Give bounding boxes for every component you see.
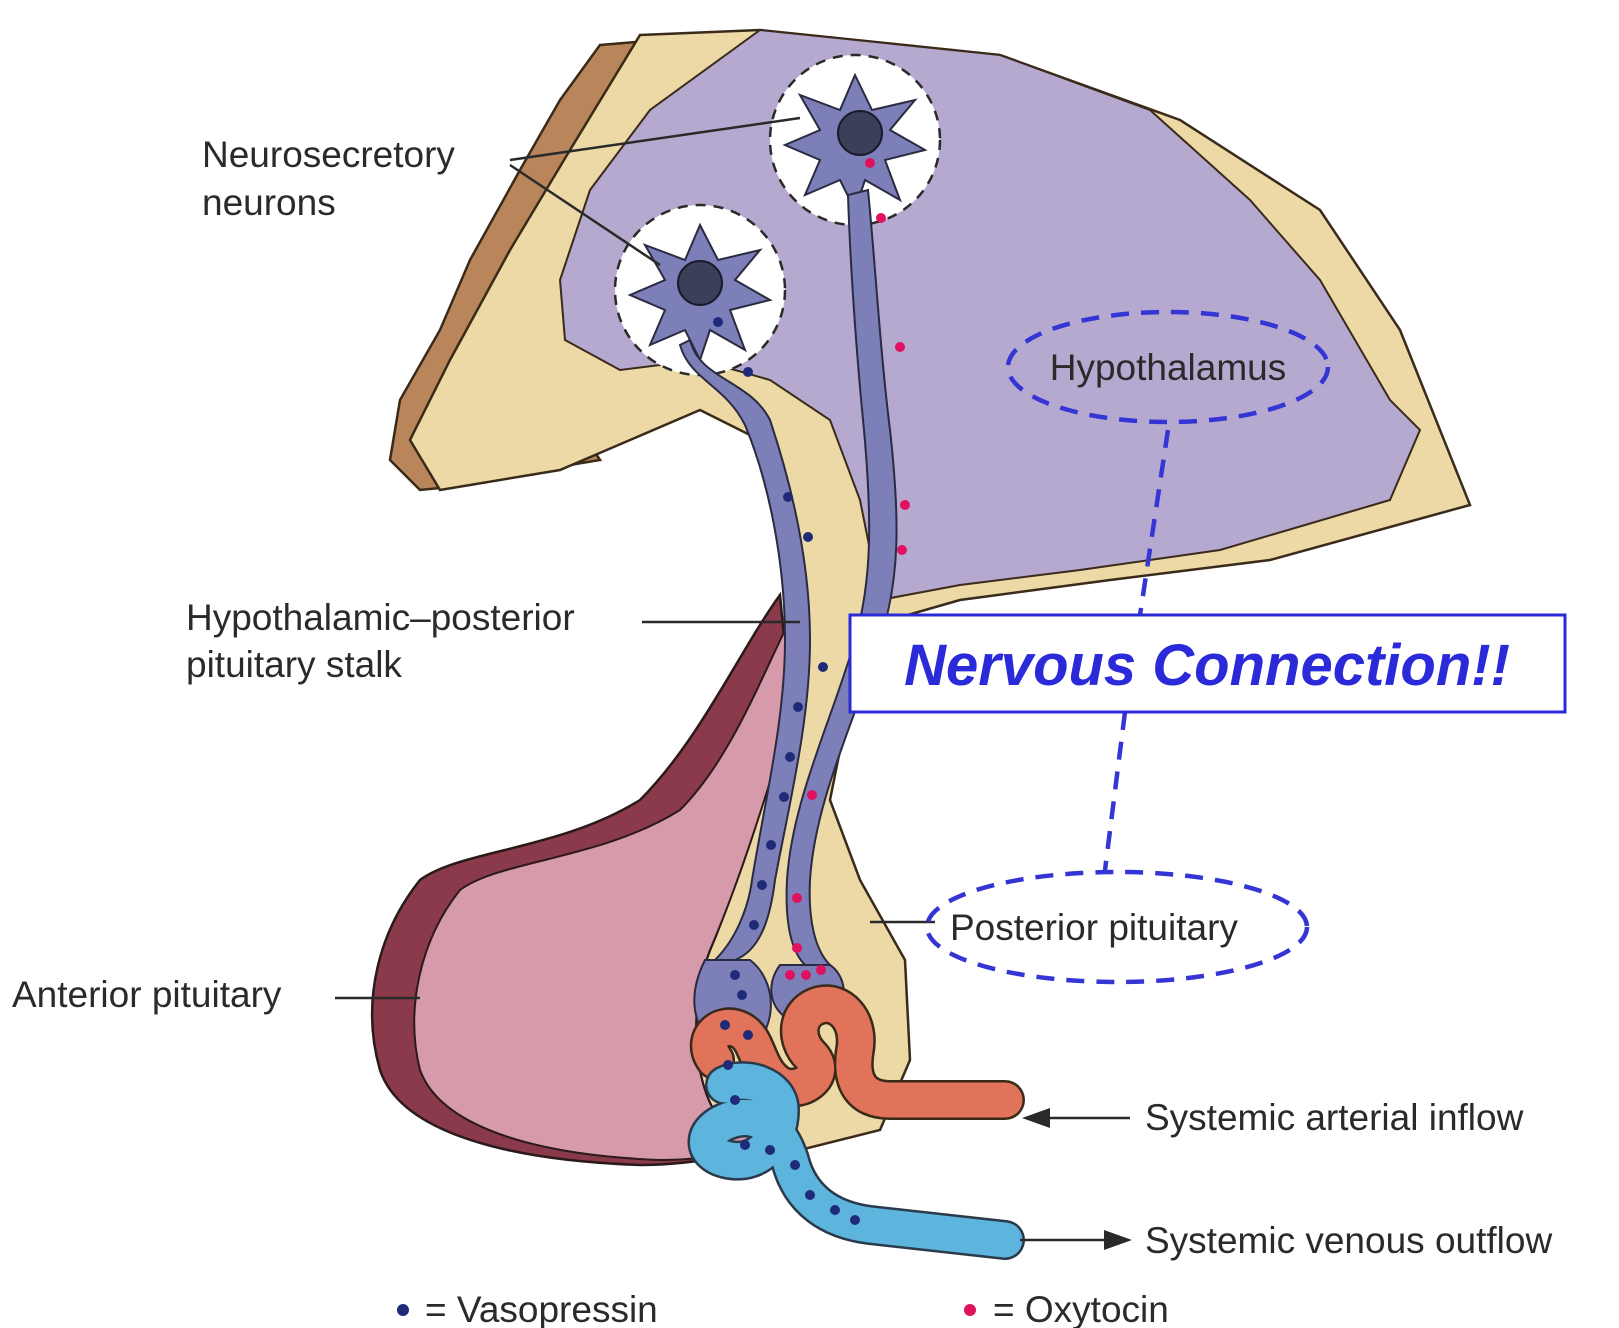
neuron-nucleus-upper — [838, 111, 882, 155]
legend-vasopressin-dot — [397, 1304, 409, 1316]
legend-oxytocin-dot — [964, 1304, 976, 1316]
label-stalk-line1: Hypothalamic–posterior — [186, 597, 575, 638]
label-neurosecretory-line1: Neurosecretory — [202, 134, 455, 175]
connector-dashed-lower — [1105, 712, 1125, 870]
label-neurosecretory-line2: neurons — [202, 182, 336, 223]
label-venous-outflow: Systemic venous outflow — [1145, 1220, 1552, 1261]
label-anterior-pituitary: Anterior pituitary — [12, 974, 282, 1015]
arrowhead-arterial — [1022, 1108, 1050, 1128]
label-hypothalamus: Hypothalamus — [1050, 347, 1287, 388]
neuron-nucleus-lower — [678, 261, 722, 305]
legend-vasopressin: = Vasopressin — [425, 1289, 658, 1328]
arrowhead-venous — [1104, 1230, 1132, 1250]
legend-oxytocin: = Oxytocin — [993, 1289, 1169, 1328]
label-arterial-inflow: Systemic arterial inflow — [1145, 1097, 1524, 1138]
callout-text: Nervous Connection!! — [904, 633, 1510, 698]
label-posterior-pituitary: Posterior pituitary — [950, 907, 1238, 948]
label-stalk-line2: pituitary stalk — [186, 644, 402, 685]
